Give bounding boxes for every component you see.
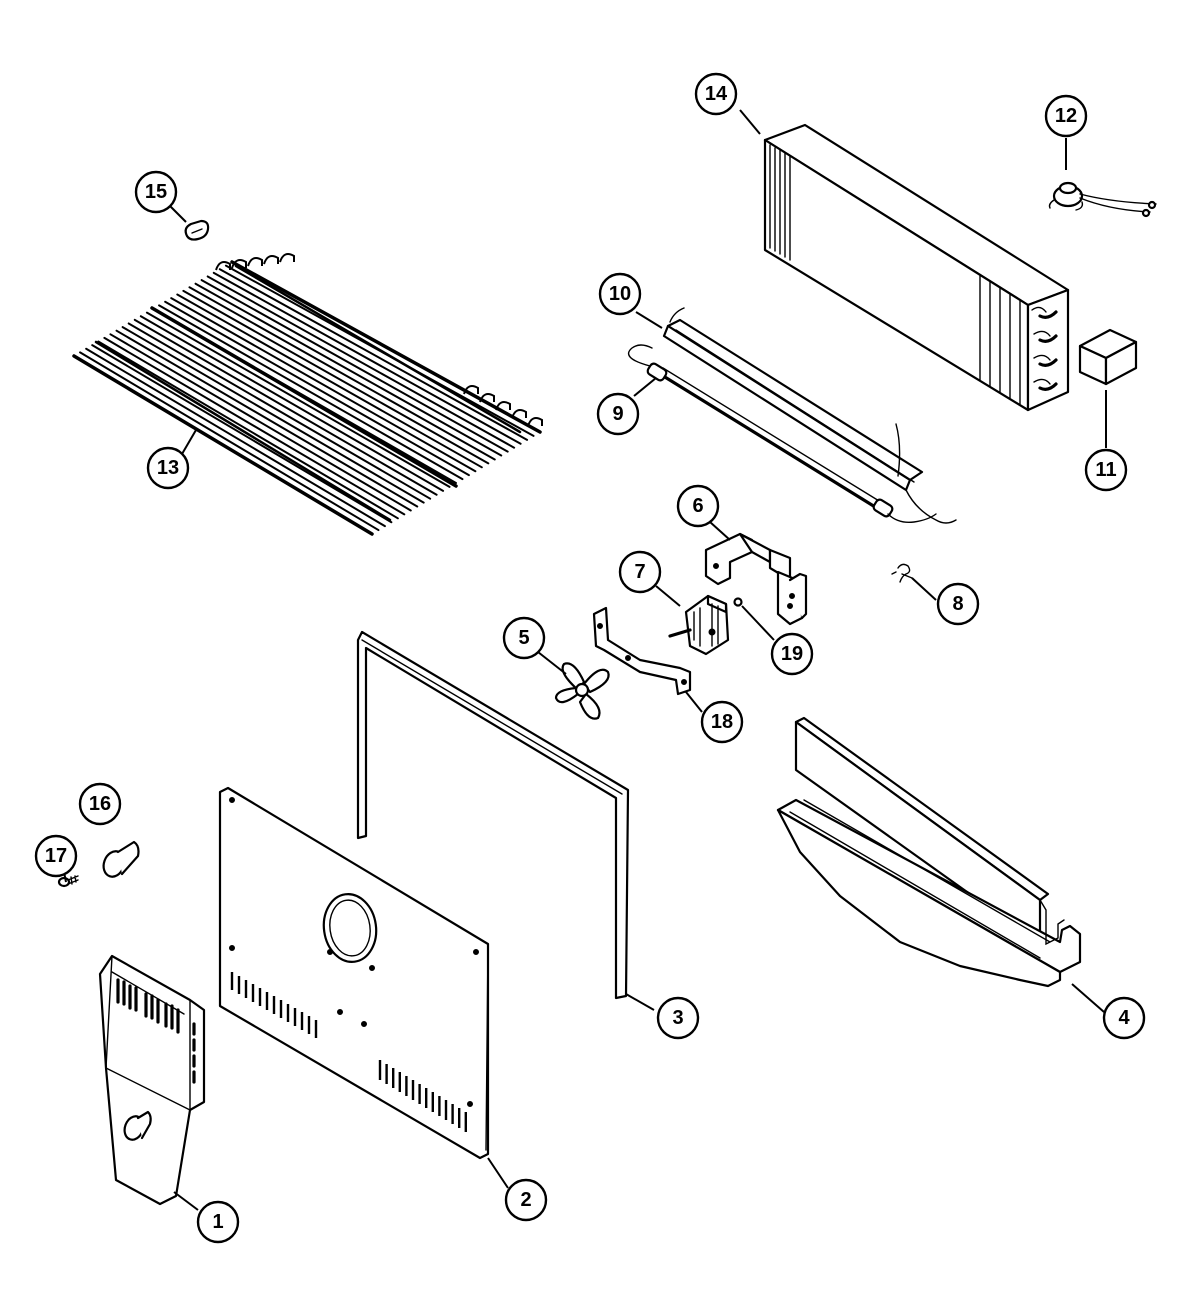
part-7-fan-motor [668,594,730,656]
svg-text:16: 16 [89,793,111,815]
leader-8 [911,577,937,601]
svg-text:6: 6 [692,495,703,517]
part-10-drain-trough [662,307,957,524]
leader-1 [173,1191,199,1211]
callout-14: 14 [694,72,738,116]
callout-3: 3 [656,996,700,1040]
leader-lines [63,109,1107,1211]
part-13-wire-shelf [72,253,543,536]
callout-2: 2 [504,1178,548,1222]
callout-8: 8 [936,582,980,626]
callout-6: 6 [676,484,720,528]
svg-text:14: 14 [705,83,728,105]
svg-text:12: 12 [1055,105,1077,127]
part-17-screw [57,875,79,888]
part-14-evaporator [763,123,1070,412]
callout-9: 9 [596,392,640,436]
callout-12: 12 [1044,94,1088,138]
callout-5: 5 [502,616,546,660]
callout-16: 16 [78,782,122,826]
leader-9 [633,377,657,397]
part-3-gasket-frame [356,630,630,1000]
part-12-defrost-thermostat [1048,181,1157,218]
part-15-shelf-clip [184,219,210,241]
callout-7: 7 [618,550,662,594]
part-16-knob [102,840,140,878]
leader-14 [739,109,761,135]
svg-text:7: 7 [634,561,645,583]
callout-10: 10 [598,272,642,316]
callout-19: 19 [770,632,814,676]
callout-11: 11 [1084,448,1128,492]
svg-text:9: 9 [612,403,623,425]
leader-6 [709,521,731,541]
leader-7 [655,585,681,607]
callout-18: 18 [700,700,744,744]
svg-text:5: 5 [518,627,529,649]
part-19-washer [733,597,743,607]
leader-4 [1071,983,1105,1013]
svg-text:15: 15 [145,181,167,203]
leader-19 [741,605,775,641]
svg-text:13: 13 [157,457,179,479]
svg-text:3: 3 [672,1007,683,1029]
part-8-clip [891,563,913,583]
svg-text:4: 4 [1118,1007,1130,1029]
part-4-drain-channel [776,716,1082,988]
leader-5 [537,651,567,675]
callout-17: 17 [34,834,78,878]
svg-text:18: 18 [711,711,733,733]
callout-1: 1 [196,1200,240,1244]
svg-text:8: 8 [952,593,963,615]
callout-4: 4 [1102,996,1146,1040]
leader-2 [487,1157,509,1189]
leader-3 [625,993,655,1011]
leader-13 [181,429,197,455]
part-2-evaporator-cover [218,786,490,1160]
svg-text:10: 10 [609,283,631,305]
callout-13: 13 [146,446,190,490]
part-11-terminal-block [1078,328,1138,386]
svg-text:11: 11 [1095,459,1116,481]
svg-text:17: 17 [45,845,67,867]
svg-text:2: 2 [520,1189,531,1211]
part-6-motor-bracket [704,532,808,626]
callout-15: 15 [134,170,178,214]
callouts: 14 12 15 10 9 11 13 6 7 8 19 5 18 16 17 … [34,72,1146,1244]
part-18-motor-mount [592,606,692,696]
svg-text:19: 19 [781,643,803,665]
part-1-control-housing [98,954,206,1206]
leader-10 [635,311,663,329]
leader-18 [685,691,703,713]
svg-text:1: 1 [212,1211,223,1233]
part-5-fan-blade [554,662,610,720]
vent-slots [230,972,467,1132]
leader-15 [169,205,187,223]
part-9-defrost-heater [627,344,937,524]
